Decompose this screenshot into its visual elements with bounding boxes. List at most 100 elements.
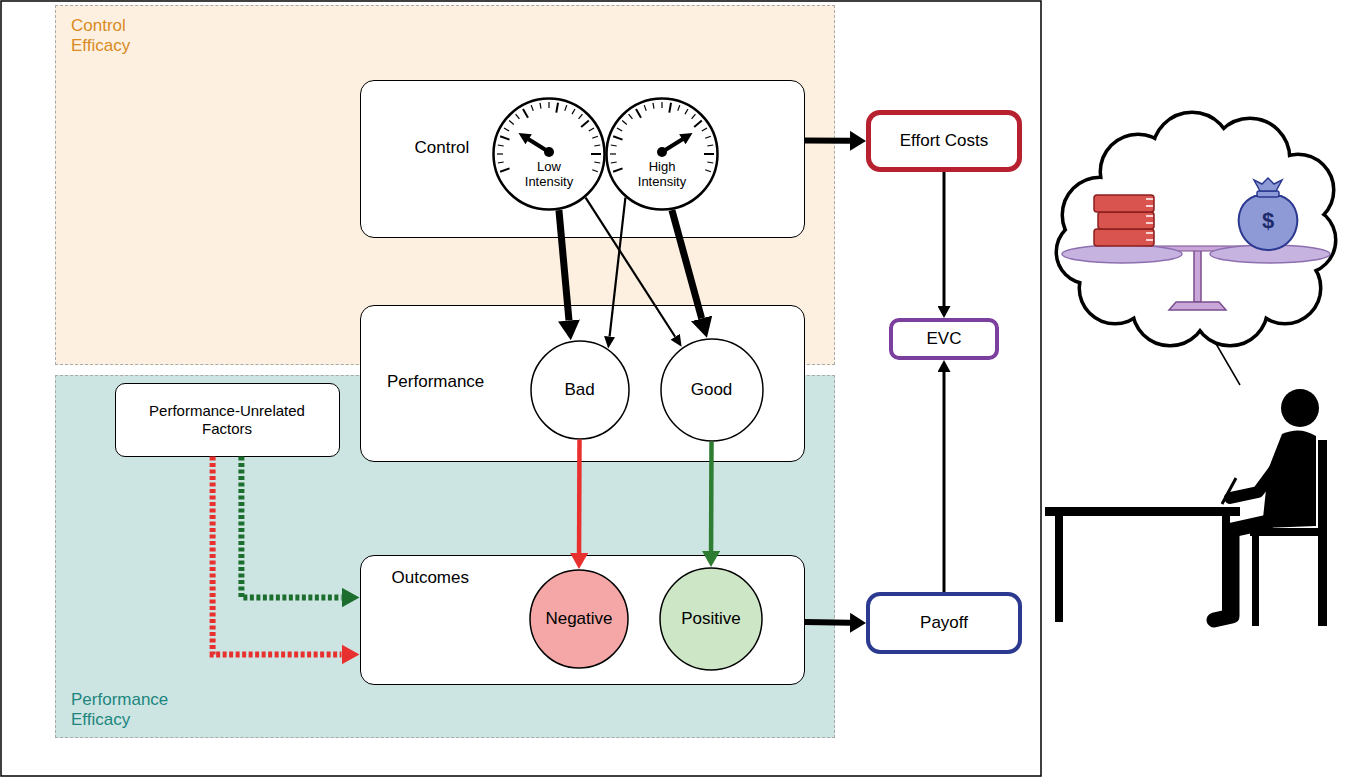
bag-body [1239, 196, 1298, 250]
gauge-tick [678, 105, 680, 111]
gauge-tick [531, 105, 533, 111]
gauge-tick [669, 103, 671, 113]
gauge-tick [629, 114, 633, 119]
gauge-needle-tip [679, 133, 692, 144]
gauge-tick [613, 136, 622, 139]
node-label: Positive [681, 609, 741, 629]
pen [1222, 478, 1236, 504]
person-leg [1214, 522, 1268, 620]
scale-pole [1194, 250, 1201, 302]
region-label: Control Efficacy [71, 16, 171, 55]
process-box: Performance Bad Good [360, 305, 805, 462]
book-pages [1146, 199, 1153, 240]
person-head [1281, 389, 1319, 427]
node-label: Payoff [920, 613, 968, 633]
connector [241, 457, 341, 598]
node-label: Outcomes [392, 568, 502, 588]
gauge-tick [592, 170, 598, 172]
gauge-tick [702, 128, 707, 131]
gauge-tick [611, 145, 617, 146]
circle-shape [660, 568, 762, 670]
gauge-rim [607, 99, 718, 210]
gauge-tick [504, 128, 509, 131]
node-label: Performance [387, 372, 517, 392]
value-box: EVC [889, 318, 999, 360]
bag-top [1254, 178, 1282, 191]
gauge-tick [572, 109, 575, 114]
connector [559, 210, 569, 320]
connector [586, 198, 676, 337]
gauge-rim [494, 99, 605, 210]
gauge-tick [653, 103, 654, 109]
book-stack [1094, 195, 1154, 246]
bag-tie [1257, 191, 1279, 197]
node-label: Control [415, 138, 515, 158]
gauge-tick [556, 103, 558, 113]
money-bag [1239, 178, 1298, 250]
chair-leg [1252, 536, 1259, 626]
gauge-tick [644, 105, 646, 111]
gauge-tick [694, 121, 702, 127]
gauge-tick [661, 102, 662, 108]
outcome-circle: Positive [659, 567, 763, 671]
connector [213, 457, 342, 655]
gauge-tick [705, 170, 711, 172]
connector [577, 440, 582, 554]
thought-cloud-outline [1058, 114, 1334, 344]
connector [672, 210, 702, 318]
connector [943, 172, 946, 306]
circle-shape [661, 339, 763, 441]
gauge-tick [497, 153, 503, 154]
connector [709, 442, 714, 552]
gauge-tick [523, 109, 528, 118]
gauge-tick [581, 121, 589, 127]
node-label: Negative [545, 609, 612, 629]
gauge-tick [565, 105, 567, 111]
gauge-pivot [657, 147, 667, 157]
cost-box: Effort Costs [866, 110, 1022, 172]
node-label: Low Intensity [516, 160, 582, 190]
factor-box: Performance-Unrelated Factors [115, 383, 340, 457]
connector [805, 137, 851, 143]
scale-base [1169, 302, 1226, 310]
person-at-desk [1045, 389, 1327, 626]
payoff-box: Payoff [866, 592, 1022, 654]
gauge-tick [707, 145, 713, 146]
outer-frame [1, 1, 1041, 776]
gauge-pivot [544, 147, 554, 157]
state-circle: Good [660, 338, 764, 442]
scale-plate [1062, 245, 1182, 263]
gauge-face [605, 97, 719, 211]
gauge-dial: Low Intensity [492, 97, 606, 211]
gauge-tick [589, 128, 594, 131]
desk-top [1045, 507, 1240, 516]
person-arm [1230, 446, 1292, 498]
gauge-tick [617, 128, 622, 131]
gauge-tick [500, 136, 509, 139]
gauge-tick [636, 109, 641, 118]
gauge-dial: High Intensity [605, 97, 719, 211]
circle-shape [531, 341, 629, 439]
gauge-tick [548, 102, 549, 108]
gauge-face [492, 97, 606, 211]
currency-sign: $ [1253, 208, 1283, 233]
outcome-circle: Negative [529, 569, 629, 669]
gauge-tick [579, 114, 583, 119]
connector [805, 619, 851, 626]
gauge-tick [498, 145, 504, 146]
gauge-tick [705, 136, 711, 138]
state-circle: Bad [530, 340, 630, 440]
gauge-tick [611, 162, 617, 163]
gauge-tick [610, 153, 616, 154]
node-label: Good [691, 380, 733, 400]
node-label: Performance-Unrelated Factors [127, 402, 327, 437]
book [1098, 212, 1154, 229]
book [1094, 195, 1154, 212]
thought-cloud-fill [1058, 114, 1334, 344]
gauge-tick [692, 114, 696, 119]
gauge-tick [622, 121, 627, 125]
gauge-needle-tip [518, 133, 531, 144]
region-label: Performance Efficacy [71, 690, 181, 729]
node-label: Effort Costs [900, 131, 989, 151]
